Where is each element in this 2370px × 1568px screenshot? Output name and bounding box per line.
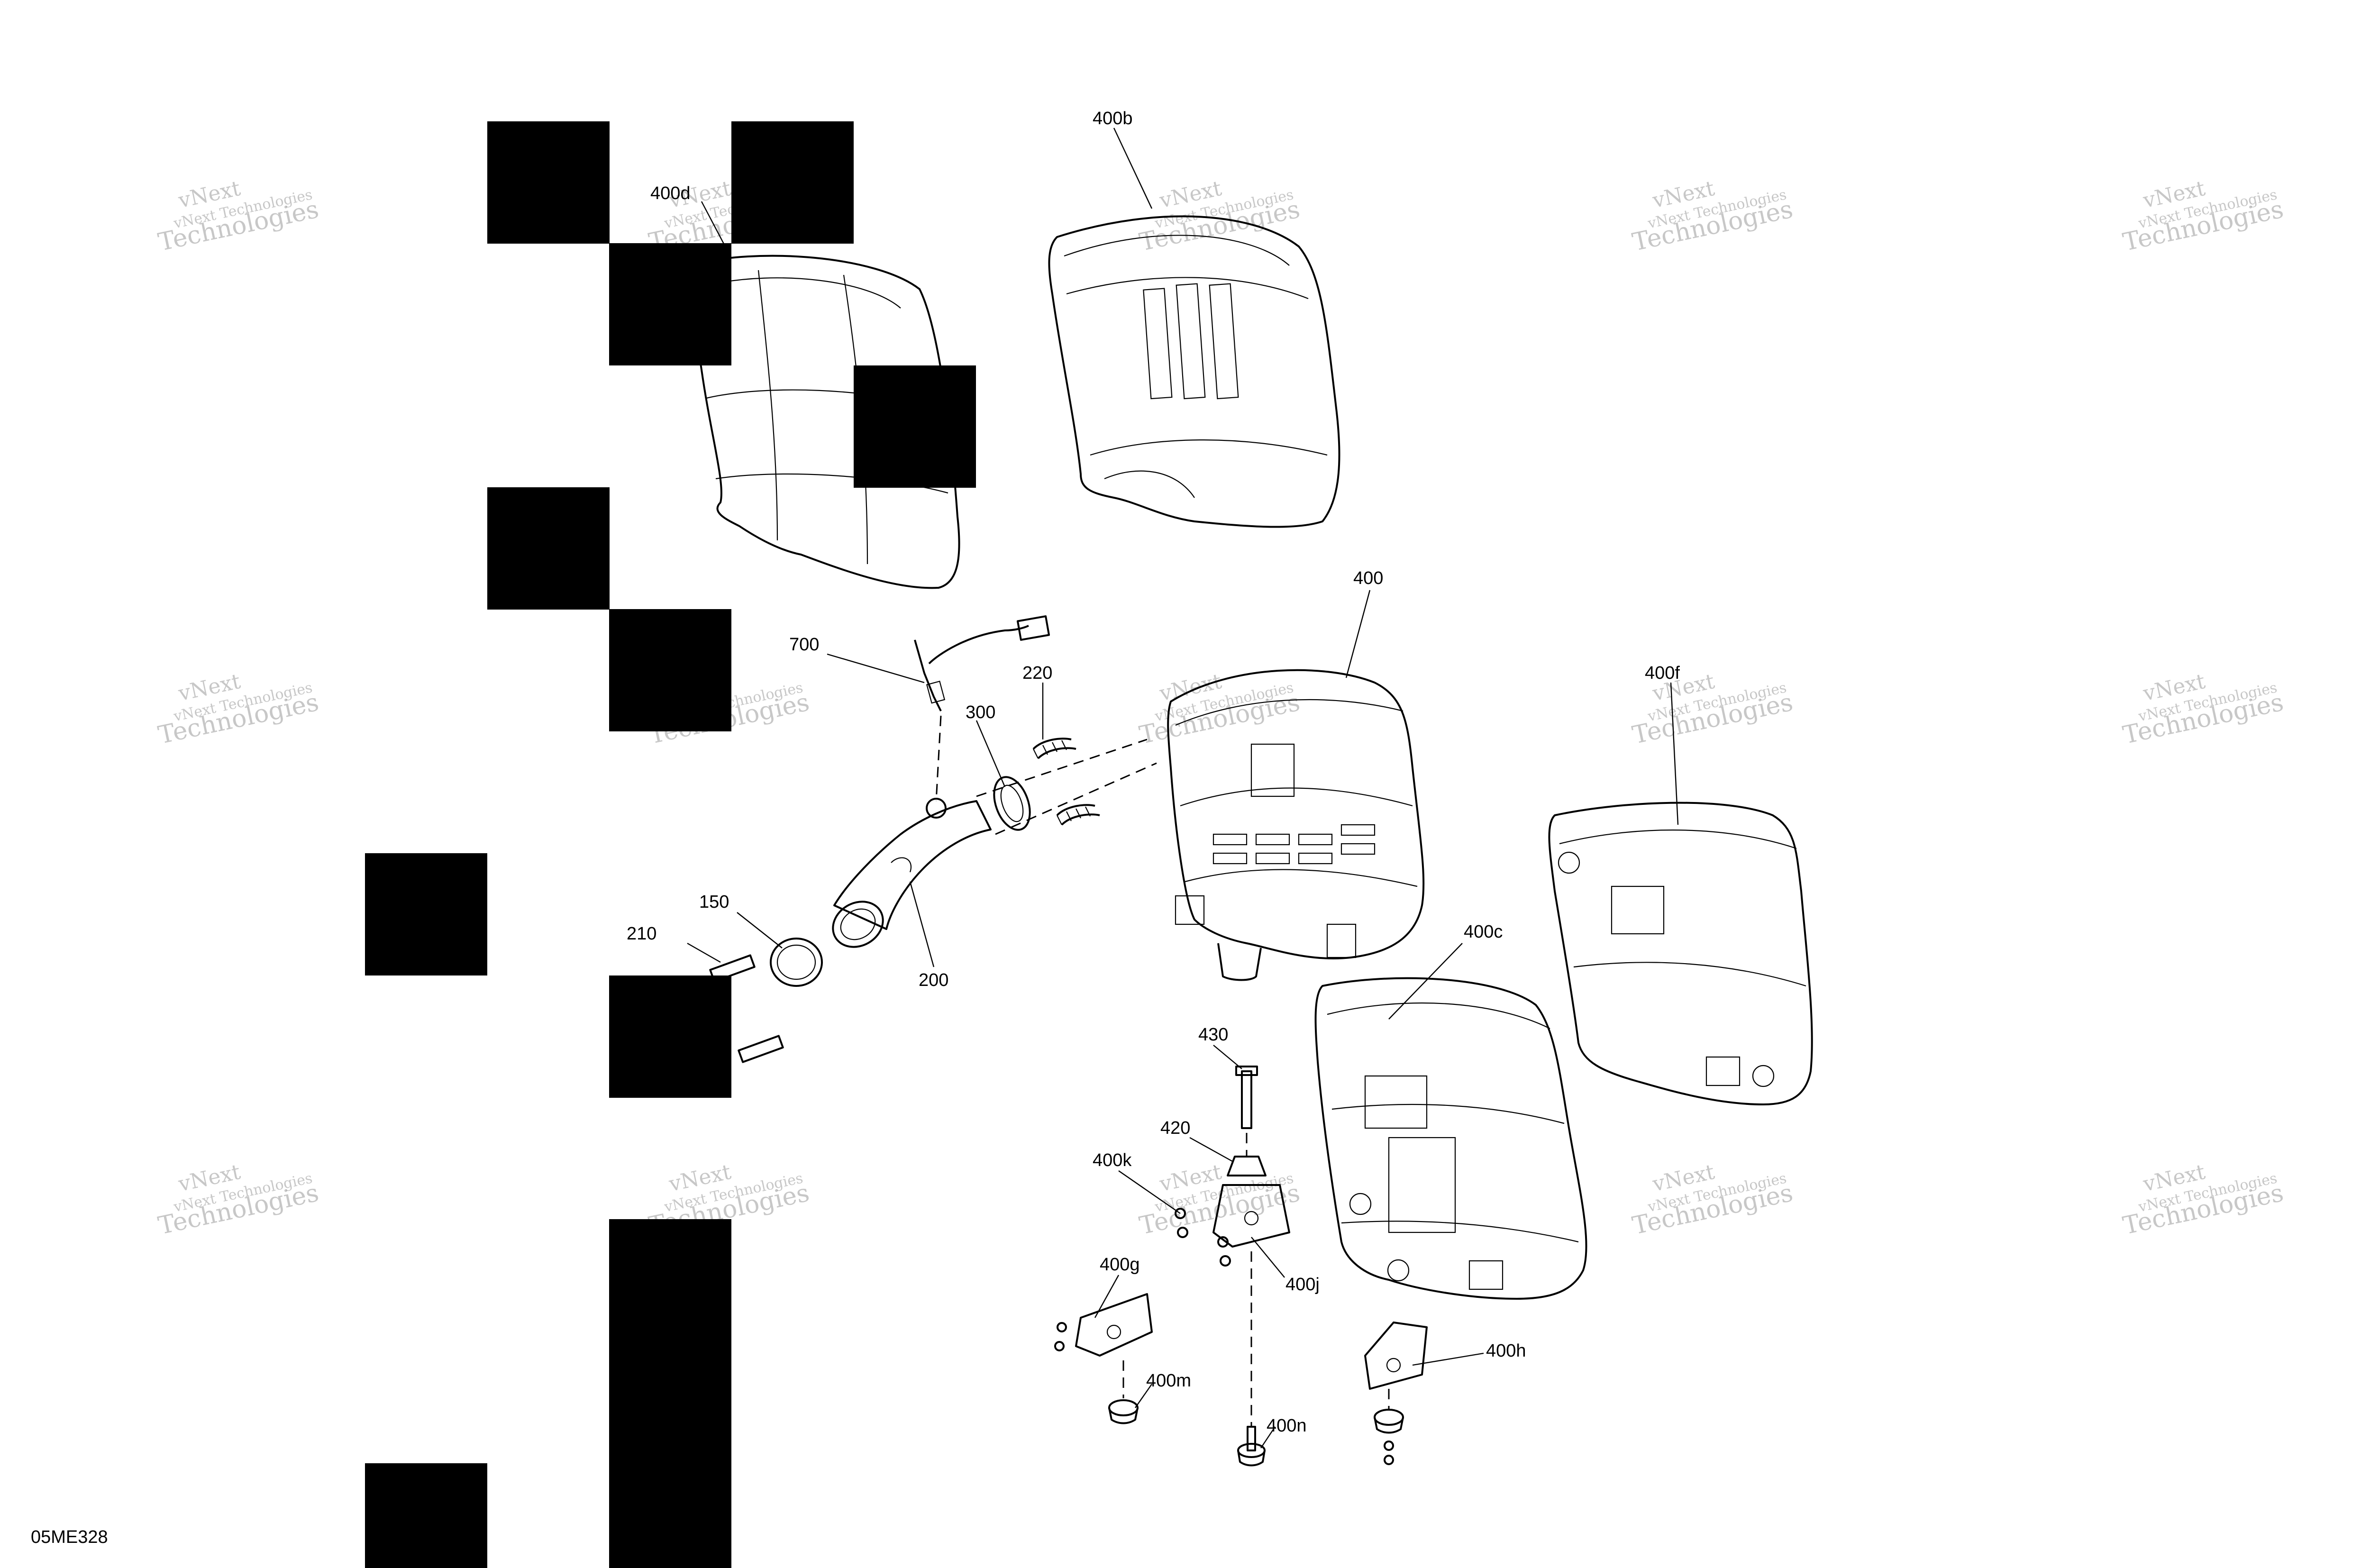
watermark: vNext Technologies vNext Technologies xyxy=(1137,669,1303,750)
watermark: vNext Technologies vNext Technologies xyxy=(1630,176,1796,257)
part-220-spring xyxy=(1032,738,1076,759)
callout-150: 150 xyxy=(699,892,729,912)
redaction-block xyxy=(487,121,610,244)
part-220-spring xyxy=(1056,804,1100,826)
callout-400b: 400b xyxy=(1093,109,1133,128)
callout-700: 700 xyxy=(789,635,819,655)
callout-300: 300 xyxy=(966,702,995,722)
watermark-layer: vNext Technologies vNext Technologies vN… xyxy=(156,176,2286,1240)
watermark: vNext Technologies vNext Technologies xyxy=(1630,1160,1796,1240)
redaction-block xyxy=(365,853,487,975)
part-300-gasket xyxy=(993,776,1031,831)
watermark: vNext Technologies vNext Technologies xyxy=(1137,1160,1303,1240)
part-400b-heat-shield xyxy=(1048,215,1340,528)
leader-lines xyxy=(687,128,1679,1449)
part-400k-fasteners xyxy=(1054,1208,1394,1465)
part-400j-bracket xyxy=(1212,1184,1290,1248)
redaction-block xyxy=(731,121,854,244)
watermark: vNext Technologies vNext Technologies xyxy=(156,669,321,750)
watermark: vNext Technologies vNext Technologies xyxy=(2121,176,2286,257)
callout-400: 400 xyxy=(1353,568,1383,588)
callout-400k: 400k xyxy=(1093,1150,1132,1170)
watermark: vNext Technologies vNext Technologies xyxy=(2121,1160,2286,1240)
part-400g-bracket xyxy=(1075,1293,1153,1357)
redaction-blocks xyxy=(365,121,976,1568)
redaction-block xyxy=(609,243,731,365)
assembly-lines xyxy=(935,715,1390,1427)
part-400h-bracket xyxy=(1364,1322,1428,1390)
callout-400h: 400h xyxy=(1486,1341,1526,1361)
redaction-block xyxy=(365,1463,487,1568)
part-420-grommet xyxy=(1227,1156,1267,1176)
redaction-block xyxy=(609,975,731,1098)
part-400c-heat-shield xyxy=(1314,977,1587,1300)
watermark: vNext Technologies vNext Technologies xyxy=(2121,669,2286,750)
watermark: vNext Technologies vNext Technologies xyxy=(1137,176,1303,257)
callout-400c: 400c xyxy=(1464,922,1503,942)
part-700-sensor xyxy=(914,615,1050,711)
redaction-block xyxy=(609,609,731,731)
part-150-clamp xyxy=(770,938,823,987)
callout-400n: 400n xyxy=(1267,1416,1307,1436)
callout-400g: 400g xyxy=(1100,1255,1140,1275)
callout-400d: 400d xyxy=(650,183,691,203)
part-400f-heat-shield xyxy=(1548,802,1813,1105)
callout-220: 220 xyxy=(1022,663,1052,683)
redaction-block xyxy=(487,487,610,610)
part-400n-mount xyxy=(1237,1426,1266,1467)
watermark: vNext Technologies vNext Technologies xyxy=(156,1160,321,1240)
callout-400f: 400f xyxy=(1645,663,1680,683)
callout-400m: 400m xyxy=(1146,1371,1191,1391)
watermark: vNext Technologies vNext Technologies xyxy=(156,176,321,257)
drawing-code: 05ME328 xyxy=(31,1527,108,1547)
callout-430: 430 xyxy=(1198,1025,1228,1045)
callout-200: 200 xyxy=(919,970,948,990)
callout-420: 420 xyxy=(1160,1118,1190,1138)
part-430-bolt xyxy=(1235,1066,1258,1129)
callout-210: 210 xyxy=(627,924,656,944)
callout-labels: 400b 400d 400 700 220 300 400f 150 210 2… xyxy=(627,109,1680,1436)
redaction-block xyxy=(609,1219,731,1568)
redaction-block xyxy=(854,365,976,488)
part-200-exhaust-pipe xyxy=(832,798,992,948)
part-400m-mount xyxy=(1108,1399,1139,1424)
callout-400j: 400j xyxy=(1285,1275,1320,1295)
part-400-muffler xyxy=(1167,669,1425,981)
part-400h-mount xyxy=(1374,1409,1404,1434)
